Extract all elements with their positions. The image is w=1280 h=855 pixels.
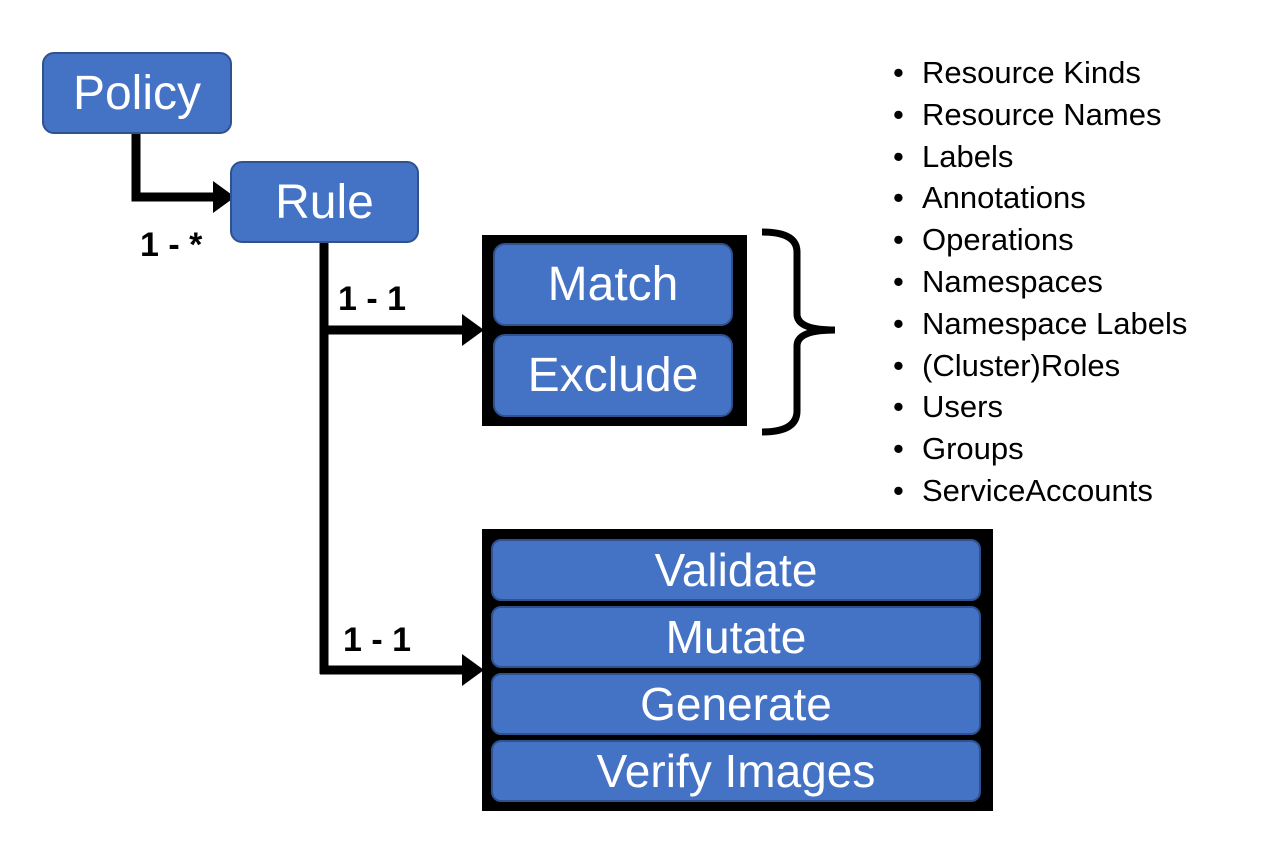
criteria-label: (Cluster)Roles (922, 347, 1121, 383)
criteria-label: Resource Names (922, 96, 1162, 132)
criteria-label: ServiceAccounts (922, 472, 1153, 508)
bullet-icon: • (893, 263, 904, 299)
policy-node: Policy (42, 52, 232, 134)
criteria-label: Annotations (922, 180, 1086, 216)
bullet-icon: • (893, 96, 904, 132)
criteria-label: Operations (922, 222, 1074, 258)
bullet-icon: • (893, 347, 904, 383)
rule-operations-cardinality: 1 - 1 (343, 621, 412, 659)
rule-operations-arrowhead (462, 654, 484, 686)
rule-node: Rule (230, 161, 419, 243)
verify-images-block: Verify Images (491, 740, 981, 802)
criteria-label: Users (922, 389, 1003, 425)
criteria-label: Labels (922, 138, 1014, 174)
criteria-label: Groups (922, 431, 1024, 467)
match-criteria-list: •Resource Kinds •Resource Names •Labels … (893, 52, 1187, 512)
mutate-block: Mutate (491, 606, 981, 668)
operations-group: Validate Mutate Generate Verify Images (482, 529, 993, 811)
criteria-item: • Operations (893, 219, 1187, 261)
bullet-icon: • (893, 222, 904, 258)
criteria-item: • (Cluster)Roles (893, 345, 1187, 387)
generate-block: Generate (491, 673, 981, 735)
criteria-brace (761, 228, 836, 436)
match-block: Match (493, 243, 733, 326)
criteria-item: • Resource Names (893, 94, 1187, 136)
criteria-item: • Users (893, 386, 1187, 428)
criteria-item: • ServiceAccounts (893, 470, 1187, 512)
policy-rule-connector (131, 128, 214, 202)
bullet-icon: • (893, 55, 904, 90)
bullet-icon: • (893, 472, 904, 508)
bullet-icon: • (893, 180, 904, 216)
criteria-label: Resource Kinds (922, 55, 1141, 90)
criteria-item: • Annotations (893, 177, 1187, 219)
match-exclude-group: Match Exclude (482, 235, 747, 426)
criteria-item: • Namespaces (893, 261, 1187, 303)
criteria-item: • Resource Kinds (893, 52, 1187, 94)
exclude-block: Exclude (493, 334, 733, 417)
rule-match-arrowhead (462, 314, 484, 346)
rule-match-cardinality: 1 - 1 (338, 280, 407, 318)
criteria-item: • Labels (893, 136, 1187, 178)
criteria-label: Namespace Labels (922, 305, 1188, 341)
criteria-item: • Groups (893, 428, 1187, 470)
criteria-item: • Namespace Labels (893, 303, 1187, 345)
criteria-label: Namespaces (922, 263, 1103, 299)
bullet-icon: • (893, 305, 904, 341)
validate-block: Validate (491, 539, 981, 601)
bullet-icon: • (893, 138, 904, 174)
policy-rule-cardinality: 1 - * (140, 226, 203, 264)
bullet-icon: • (893, 431, 904, 467)
policy-rule-arrowhead (213, 181, 235, 213)
bullet-icon: • (893, 389, 904, 425)
